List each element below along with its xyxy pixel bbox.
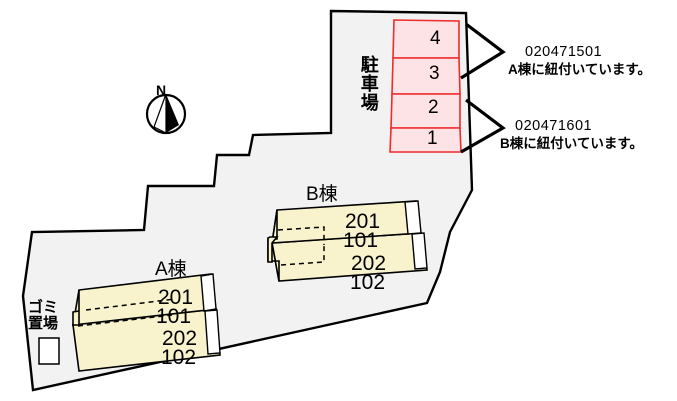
building-a-stair-lower[interactable]	[204, 309, 221, 355]
parking-stall-1[interactable]	[389, 127, 462, 153]
building-a-name-label: A棟	[155, 259, 187, 280]
building-b-west-wing-2[interactable]	[267, 236, 279, 263]
compass-needle-east	[166, 94, 179, 133]
building-b-balcony-lower	[280, 245, 325, 266]
parking-stall-3[interactable]	[391, 57, 461, 95]
parking-stall-1-label: 1	[427, 128, 438, 149]
parking-stall-2-label: 2	[428, 97, 439, 118]
trash-area-label-line1: ゴミ	[28, 299, 59, 316]
building-a-unit-101-label: 101	[156, 305, 192, 328]
building-a-west-notch[interactable]	[72, 290, 80, 326]
parking-stall-4[interactable]	[392, 19, 460, 59]
building-a-unit-202-label: 202	[162, 327, 198, 350]
building-a-balcony-upper	[85, 298, 176, 311]
callout-arrow-b	[460, 98, 506, 154]
building-a-stair-upper[interactable]	[200, 273, 217, 312]
building-b-unit-102-label: 102	[350, 271, 386, 294]
callout-note-1-code: 020471501	[525, 44, 603, 60]
parking-stall-2[interactable]	[390, 93, 461, 129]
compass-rose	[145, 93, 187, 135]
building-b-balcony-upper	[277, 226, 325, 245]
trash-enclosure-box[interactable]	[38, 337, 60, 365]
building-b-group	[267, 200, 428, 282]
parking-area-label: 駐車場	[358, 55, 379, 112]
callout-note-2-detail: B棟に紐付いています。	[500, 136, 643, 151]
parking-stall-4-label: 4	[430, 28, 441, 49]
building-b-unit-202-label: 202	[351, 252, 387, 275]
callout-arrow-a	[460, 22, 506, 80]
callout-note-1-detail: A棟に紐付いています。	[508, 62, 651, 77]
building-a-group	[72, 273, 221, 372]
compass-north-label: N	[156, 82, 167, 98]
building-b-unit-201-label: 201	[345, 210, 381, 233]
trash-area-label-line2: 置場	[28, 315, 59, 332]
building-b-name-label: B棟	[306, 184, 338, 205]
parking-stall-3-label: 3	[429, 63, 440, 84]
callout-note-2-code: 020471601	[515, 118, 593, 134]
building-a-unit-201-label: 201	[158, 286, 194, 309]
building-b-stair-lower[interactable]	[411, 232, 428, 270]
building-b-unit-101-label: 101	[343, 229, 379, 252]
building-b-stair-upper[interactable]	[404, 200, 422, 235]
building-a-unit-102-label: 102	[161, 346, 197, 369]
building-a-balcony-lower	[77, 314, 173, 327]
